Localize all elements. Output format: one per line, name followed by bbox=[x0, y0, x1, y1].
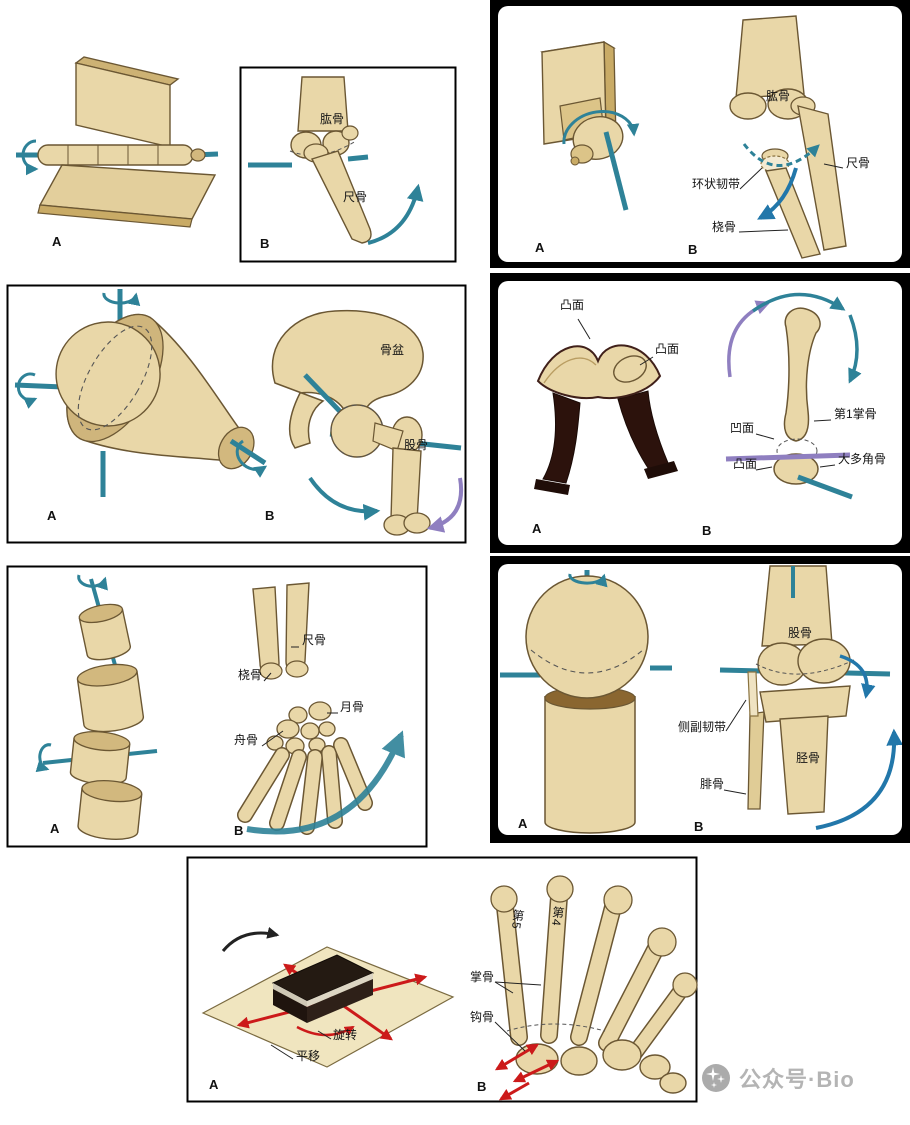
sphere-cylinder-mechanism-drawing bbox=[500, 570, 672, 834]
wechat-official-account-logo-icon bbox=[702, 1064, 730, 1092]
ellipsoid-joint-illustration bbox=[6, 565, 428, 848]
panel-letter-b: B bbox=[260, 236, 270, 251]
label-metacarpal-4: 第4 bbox=[548, 905, 566, 928]
panel-letter-b: B bbox=[234, 823, 244, 838]
condylar-joint-card: 股骨 侧副韧带 胫骨 腓骨 A B bbox=[498, 564, 902, 835]
label-concave: 凹面 bbox=[730, 421, 755, 435]
label-lunate: 月骨 bbox=[340, 700, 365, 714]
metacarpal-bones bbox=[490, 875, 698, 1061]
panel-letter-a: A bbox=[532, 521, 542, 536]
panel-letter-b: B bbox=[265, 508, 275, 523]
watermark: 公众号·Bio bbox=[700, 1062, 855, 1094]
label-metacarpal-1: 第1掌骨 bbox=[834, 407, 877, 421]
label-metacarpal-5: 第5 bbox=[508, 908, 526, 931]
condylar-joint-illustration bbox=[500, 565, 902, 834]
radioulnar-joint-drawing bbox=[729, 15, 847, 259]
panel-letter-a: A bbox=[209, 1077, 219, 1092]
label-pelvis: 骨盆 bbox=[380, 343, 405, 357]
wrist-joint-drawing bbox=[237, 582, 405, 835]
panel-letter-a: A bbox=[52, 234, 62, 249]
label-femur: 股骨 bbox=[788, 626, 813, 640]
metacarpal-bones bbox=[237, 737, 373, 835]
saddle-joint-card: 凸面 凸面 第1掌骨 凹面 大多角骨 凸面 A B bbox=[498, 281, 902, 545]
pivot-mechanism-drawing bbox=[540, 40, 640, 211]
hinge-joint-illustration bbox=[16, 56, 457, 263]
ellipsoid-joint-panel: 尺骨 桡骨 月骨 舟骨 A B bbox=[5, 563, 430, 850]
label-ulna: 尺骨 bbox=[846, 156, 871, 170]
label-fibula: 腓骨 bbox=[700, 777, 725, 791]
ball-and-socket-illustration bbox=[6, 284, 467, 544]
watermark-text: 公众号·Bio bbox=[739, 1067, 855, 1092]
panel-letter-a: A bbox=[535, 240, 545, 255]
label-scaphoid: 舟骨 bbox=[234, 733, 259, 747]
saddle-mechanism-drawing bbox=[534, 318, 678, 495]
ellipsoid-mechanism-drawing bbox=[35, 574, 158, 840]
panel-letter-a: A bbox=[47, 508, 57, 523]
label-translation: 平移 bbox=[296, 1049, 321, 1063]
label-trapezium: 大多角骨 bbox=[838, 452, 887, 466]
panel-letter-a: A bbox=[518, 816, 528, 831]
pivot-joint-card: 肱骨 尺骨 环状韧带 桡骨 A B bbox=[498, 6, 902, 262]
carpometacarpal-drawing bbox=[490, 875, 698, 1101]
label-convex-bottom: 凸面 bbox=[733, 457, 758, 471]
condylar-joint-panel: 股骨 侧副韧带 胫骨 腓骨 A B bbox=[490, 556, 910, 843]
hinge-mechanism-drawing bbox=[16, 56, 219, 228]
plane-joint-illustration bbox=[186, 856, 698, 1103]
label-rotation: 旋转 bbox=[333, 1028, 358, 1042]
hip-joint-drawing bbox=[271, 309, 464, 536]
socket-mechanism-drawing bbox=[14, 289, 268, 497]
hinge-joint-panel: 肱骨 尺骨 A B bbox=[10, 35, 460, 267]
panel-letter-b: B bbox=[702, 523, 712, 538]
plane-joint-panel: 旋转 平移 第5 第4 掌骨 钩骨 A B bbox=[185, 855, 700, 1105]
label-hamate: 钩骨 bbox=[470, 1010, 495, 1024]
label-humerus: 肱骨 bbox=[320, 112, 345, 126]
book-on-plane-drawing bbox=[201, 926, 455, 1068]
elbow-joint-drawing bbox=[248, 76, 424, 245]
saddle-joint-panel: 凸面 凸面 第1掌骨 凹面 大多角骨 凸面 A B bbox=[490, 273, 910, 553]
label-ulna: 尺骨 bbox=[302, 633, 327, 647]
label-ulna: 尺骨 bbox=[343, 190, 368, 204]
label-humerus: 肱骨 bbox=[766, 89, 791, 103]
thumb-cmc-joint-drawing bbox=[725, 292, 862, 500]
label-convex-mid: 凸面 bbox=[655, 342, 680, 356]
panel-letter-a: A bbox=[50, 821, 60, 836]
label-convex-top: 凸面 bbox=[560, 298, 585, 312]
knee-joint-drawing bbox=[719, 565, 902, 830]
label-femur: 股骨 bbox=[404, 438, 429, 452]
label-radius: 桡骨 bbox=[712, 220, 737, 234]
label-radius: 桡骨 bbox=[238, 668, 263, 682]
pivot-joint-illustration bbox=[540, 15, 847, 259]
panel-letter-b: B bbox=[477, 1079, 487, 1094]
panel-letter-b: B bbox=[694, 819, 704, 834]
panel-letter-b: B bbox=[688, 242, 698, 257]
pivot-joint-panel: 肱骨 尺骨 环状韧带 桡骨 A B bbox=[490, 0, 910, 268]
label-metacarpals: 掌骨 bbox=[470, 970, 495, 984]
ball-and-socket-panel: 骨盆 股骨 A B bbox=[5, 283, 468, 545]
saddle-joint-illustration bbox=[534, 292, 862, 500]
label-annular-ligament: 环状韧带 bbox=[692, 177, 741, 191]
label-collateral-ligament: 侧副韧带 bbox=[678, 720, 727, 734]
label-tibia: 胫骨 bbox=[796, 751, 821, 765]
